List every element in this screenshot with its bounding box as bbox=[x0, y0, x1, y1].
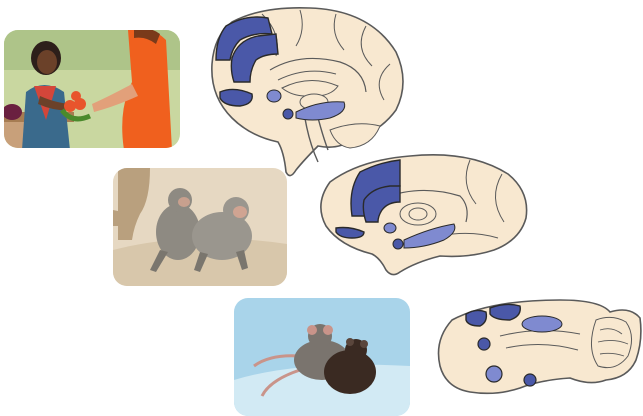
region-orbitofrontal bbox=[220, 89, 252, 106]
huddling-mice-illustration bbox=[234, 298, 410, 416]
grooming-macaques-illustration bbox=[113, 168, 287, 286]
market-scene-illustration bbox=[2, 28, 180, 150]
macaque-brain-icon bbox=[321, 155, 527, 275]
region-mouse-hippocampus bbox=[522, 316, 562, 332]
region-mouse-cingulate bbox=[490, 304, 520, 320]
woman-face bbox=[37, 50, 57, 74]
human-brain-icon bbox=[212, 8, 403, 176]
region-mouse-amygdala bbox=[486, 366, 502, 382]
region-mouse-prefrontal bbox=[466, 310, 486, 326]
mouse-brain-icon bbox=[439, 300, 641, 393]
